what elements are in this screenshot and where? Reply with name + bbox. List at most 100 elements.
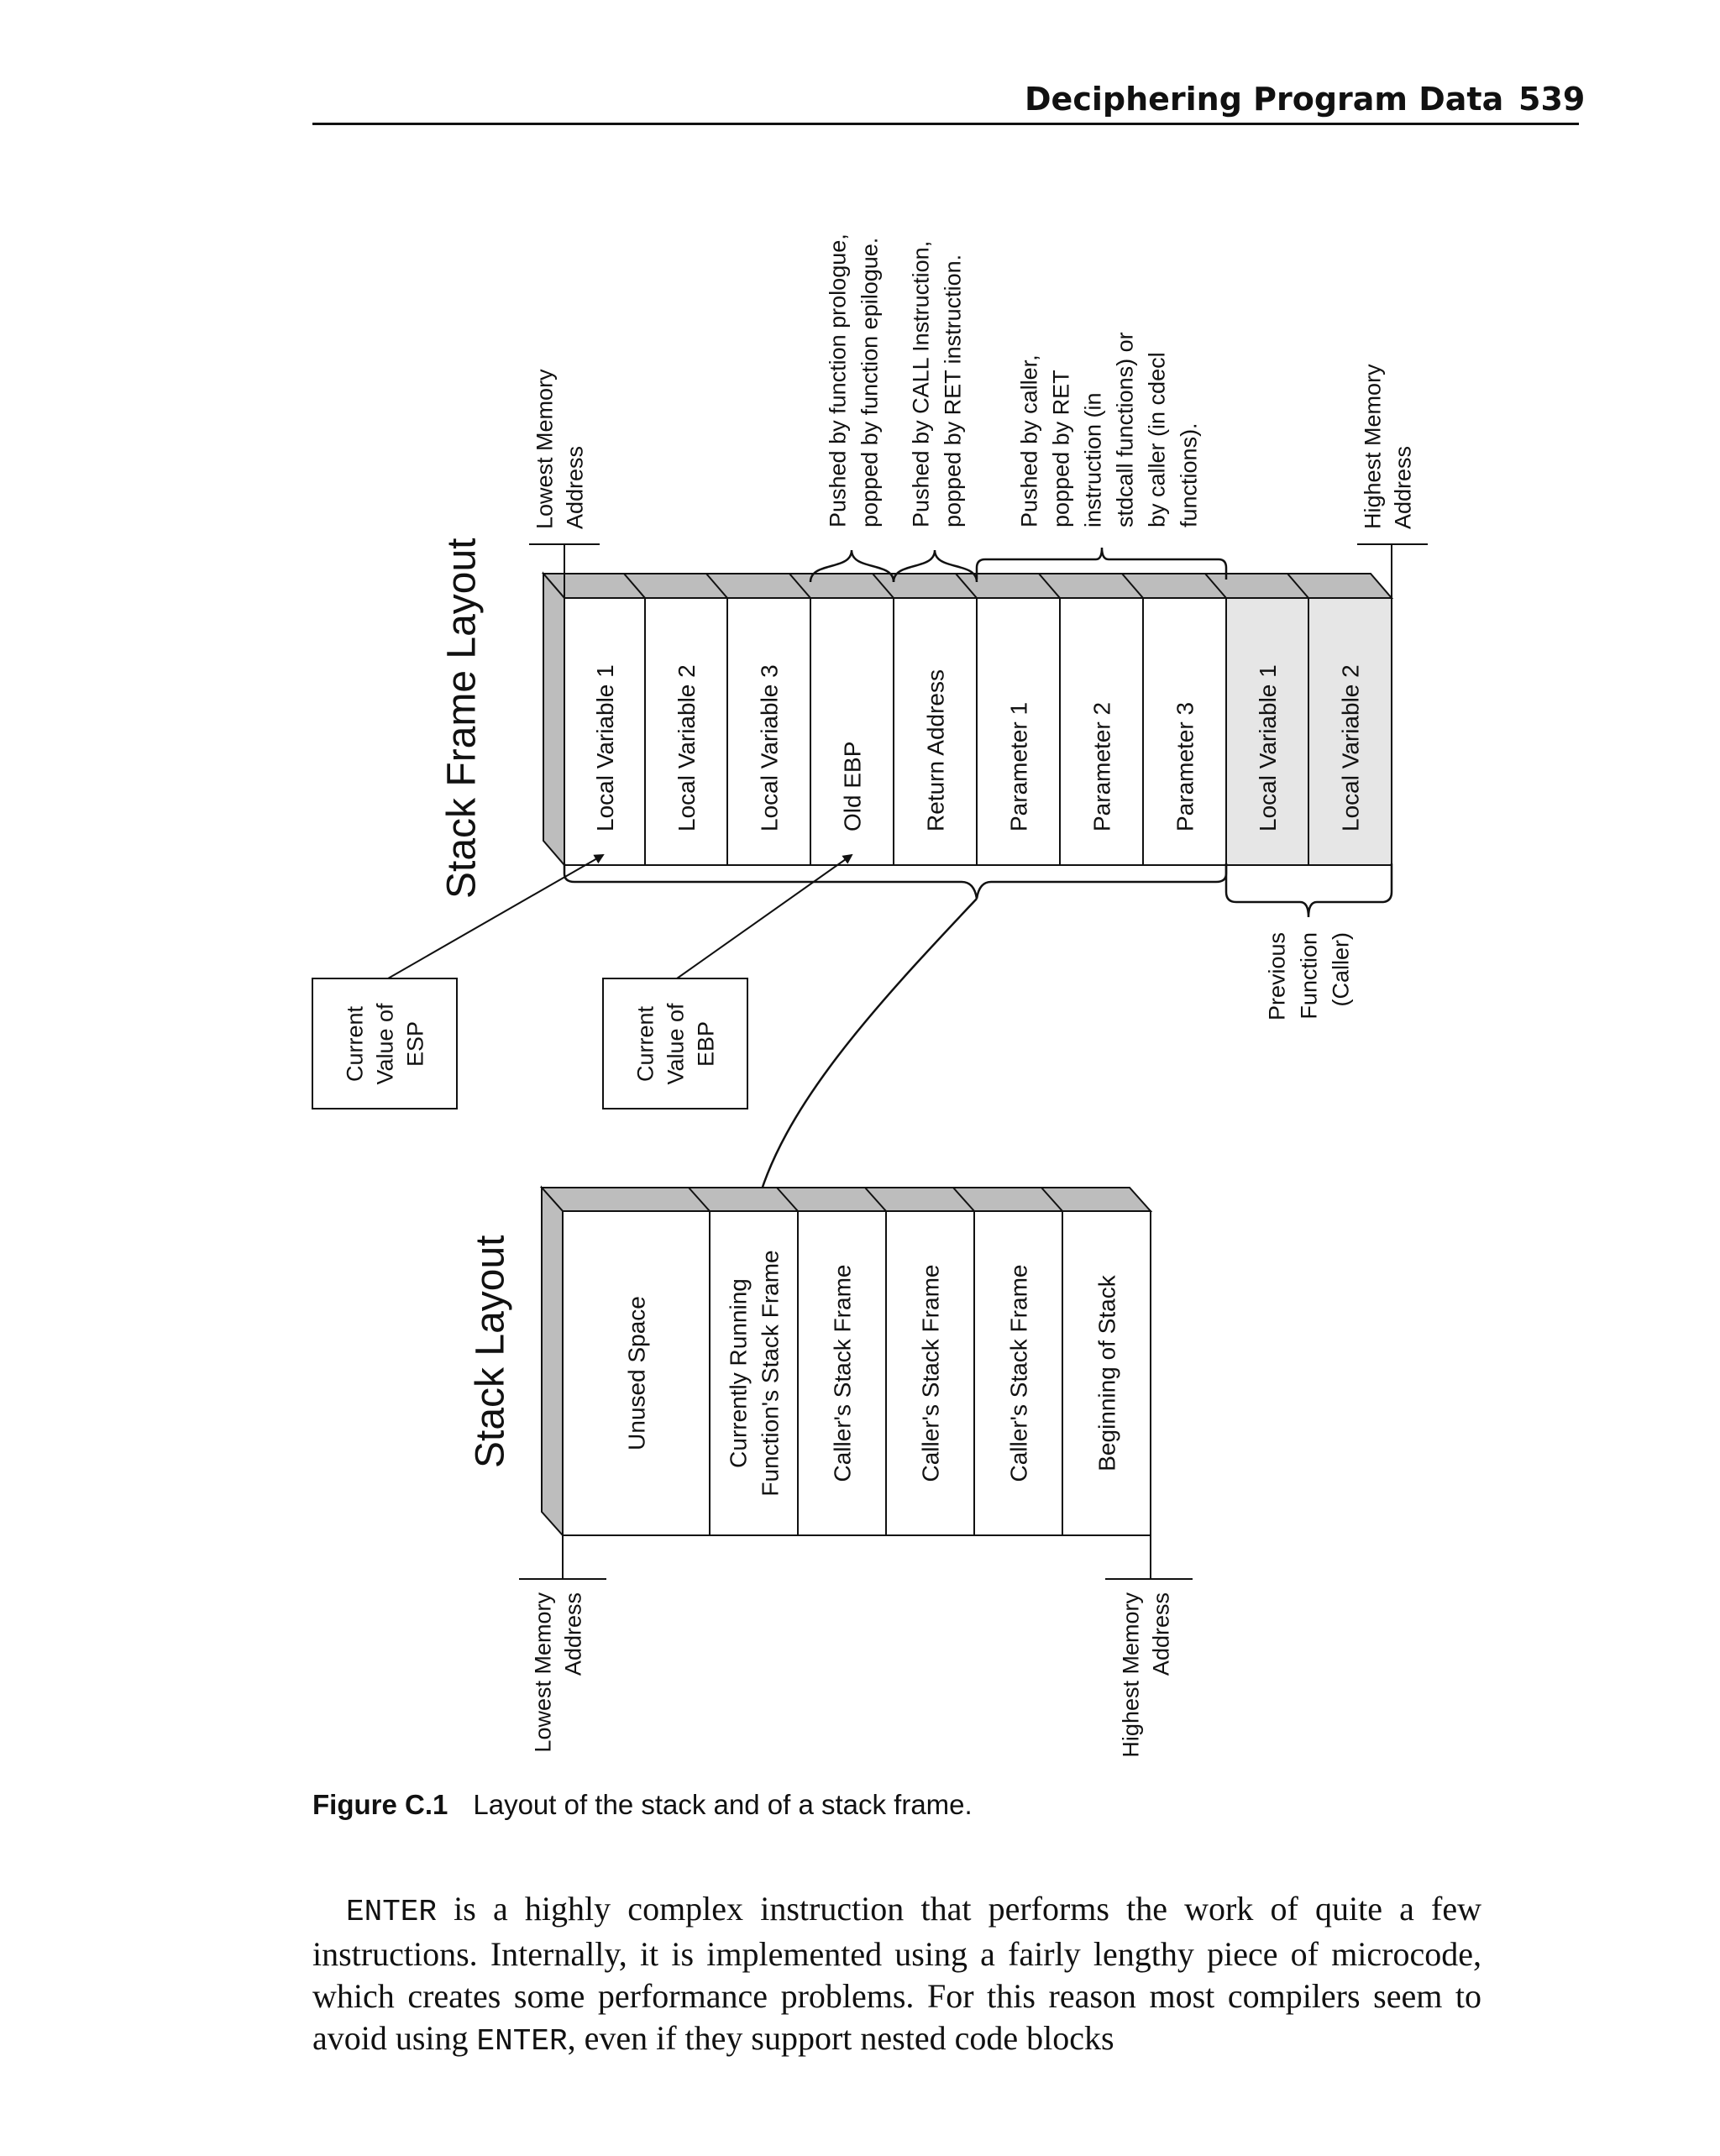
note-params: Pushed by caller, popped by RET instructio… <box>1017 332 1202 527</box>
frame-highest-label-line-1: Highest Memory <box>1361 364 1386 529</box>
stack-cell-label: Beginning of Stack <box>1094 1274 1120 1471</box>
stack-cell-label: Caller's Stack Frame <box>830 1265 856 1482</box>
stack-depth-side <box>541 1185 564 1538</box>
previous-function-label: Previous Function (Caller) <box>1265 932 1354 1020</box>
frame-depth-divider <box>1204 573 1227 599</box>
note-call-line-1: Pushed by CALL Instruction, <box>909 241 934 527</box>
frame-lowest-label-line-2: Address <box>563 446 588 529</box>
brace-caller-frame <box>1224 863 1393 918</box>
note-params-line-1: Pushed by caller, <box>1017 354 1042 527</box>
previous-function-label-line-3: (Caller) <box>1329 932 1354 1007</box>
code-enter-2: ENTER <box>476 2024 568 2059</box>
frame-depth-side <box>543 571 565 868</box>
note-params-line-5: by caller (in cdecl <box>1145 352 1170 527</box>
frame-depth-divider <box>789 573 811 599</box>
note-call: Pushed by CALL Instruction, popped by RET… <box>909 241 966 527</box>
frame-depth-divider <box>623 573 646 599</box>
frame-cell-label: Parameter 2 <box>1089 702 1115 831</box>
frame-link-curve <box>754 898 978 1210</box>
frame-cell <box>1225 597 1309 866</box>
body-text-1: is a highly complex instruction that per… <box>312 1890 1481 2057</box>
note-prologue: Pushed by function prologue,popped by fu… <box>826 233 883 527</box>
figure-label: Figure C.1 <box>312 1789 448 1820</box>
frame-depth-divider <box>1287 573 1309 599</box>
ebp-arrow <box>676 853 853 979</box>
note-params-line-3: instruction (in <box>1081 392 1106 527</box>
frame-cell-label-line-1: Local Variable 1 <box>1255 664 1281 831</box>
note-params-line-2: popped by RET <box>1049 370 1074 527</box>
frame-depth-divider <box>1121 573 1144 599</box>
stack-cell-label-line-1: Unused Space <box>624 1296 650 1450</box>
note-prologue-line-2: popped by function epilogue. <box>857 238 883 527</box>
stack-cell <box>1062 1210 1151 1536</box>
frame-cell-label: Parameter 3 <box>1172 702 1198 831</box>
frame-cell-label-line-1: Local Variable 3 <box>757 664 783 831</box>
figure-caption-text: Layout of the stack and of a stack frame… <box>473 1789 973 1820</box>
running-header-title: Deciphering Program Data <box>1025 81 1504 118</box>
frame-cell-label: Local Variable 1 <box>592 664 618 831</box>
frame-cell-label-line-1: Old EBP <box>840 742 866 831</box>
stack-depth-divider <box>1041 1187 1063 1212</box>
frame-cell <box>1142 597 1227 866</box>
ebp-box <box>602 978 748 1109</box>
esp-box <box>312 978 458 1109</box>
frame-cell-label: Parameter 1 <box>1006 702 1032 831</box>
note-call-line-2: popped by RET instruction. <box>941 254 966 527</box>
frame-cell <box>644 597 728 866</box>
stack-highest-label-line-1: Highest Memory <box>1119 1592 1144 1758</box>
page-number: 539 <box>1518 81 1586 118</box>
stack-cell-label-line-1: Currently Running <box>726 1278 752 1468</box>
stack-depth-divider <box>688 1187 711 1212</box>
previous-function-label-line-2: Function <box>1297 932 1322 1020</box>
frame-cell-label-line-1: Return Address <box>923 669 949 831</box>
brace-current-frame <box>563 863 1228 900</box>
frame-cell-label-line-1: Parameter 3 <box>1172 702 1198 831</box>
frame-cell-label: Return Address <box>923 669 949 831</box>
stack-lowest-label-line-1: Lowest Memory <box>531 1592 556 1753</box>
esp-arrow <box>387 854 605 979</box>
frame-cell-label-line-1: Local Variable 2 <box>1338 664 1364 831</box>
frame-depth-divider <box>705 573 728 599</box>
stack-lowest-label-line-2: Address <box>561 1592 586 1676</box>
previous-function-label-line-1: Previous <box>1265 932 1290 1020</box>
stack-cell-label-line-1: Caller's Stack Frame <box>1006 1265 1032 1482</box>
frame-cell <box>810 597 894 866</box>
esp-box-label-line-3: ESP <box>403 1021 428 1067</box>
figure-caption: Figure C.1 Layout of the stack and of a s… <box>312 1789 973 1821</box>
esp-box-label-line-2: Value of <box>373 1003 398 1085</box>
frame-cell-label-line-1: Local Variable 1 <box>592 664 618 831</box>
ebp-box-label-line-2: Value of <box>663 1003 689 1085</box>
brace-old-ebp <box>809 549 895 583</box>
frame-depth-divider <box>955 573 978 599</box>
stack-diagram: Stack Frame Layout Local Variable 1 Local … <box>312 233 1428 1758</box>
stack-cell-label: Caller's Stack Frame <box>918 1265 944 1482</box>
note-prologue-line-1: Pushed by function prologue, <box>826 233 851 527</box>
stack-cell-label-line-1: Beginning of Stack <box>1094 1274 1120 1471</box>
frame-cell-label: Local Variable 2 <box>674 664 700 831</box>
frame-cell <box>564 597 646 866</box>
header-rule <box>312 123 1579 125</box>
frame-cell <box>1308 597 1392 866</box>
frame-cell-label-line-1: Parameter 1 <box>1006 702 1032 831</box>
frame-cell-label: Local Variable 3 <box>757 664 783 831</box>
stack-depth-divider <box>776 1187 799 1212</box>
stack-highest-label-line-2: Address <box>1149 1592 1174 1676</box>
stack-cell-label-line-1: Caller's Stack Frame <box>918 1265 944 1482</box>
frame-depth-divider <box>872 573 894 599</box>
frame-cell <box>893 597 978 866</box>
stack-cell <box>709 1210 799 1536</box>
stack-title: Stack Layout <box>468 1235 512 1469</box>
frame-cell-label: Old EBP <box>840 742 866 831</box>
body-paragraph: ENTER is a highly complex instruction th… <box>312 1888 1481 2063</box>
stack-frame-title: Stack Frame Layout <box>439 538 484 899</box>
frame-cell-label-line-1: Parameter 2 <box>1089 702 1115 831</box>
frame-highest-label-line-2: Address <box>1391 446 1416 529</box>
frame-cell-label-line-1: Local Variable 2 <box>674 664 700 831</box>
stack-cell <box>562 1210 711 1536</box>
